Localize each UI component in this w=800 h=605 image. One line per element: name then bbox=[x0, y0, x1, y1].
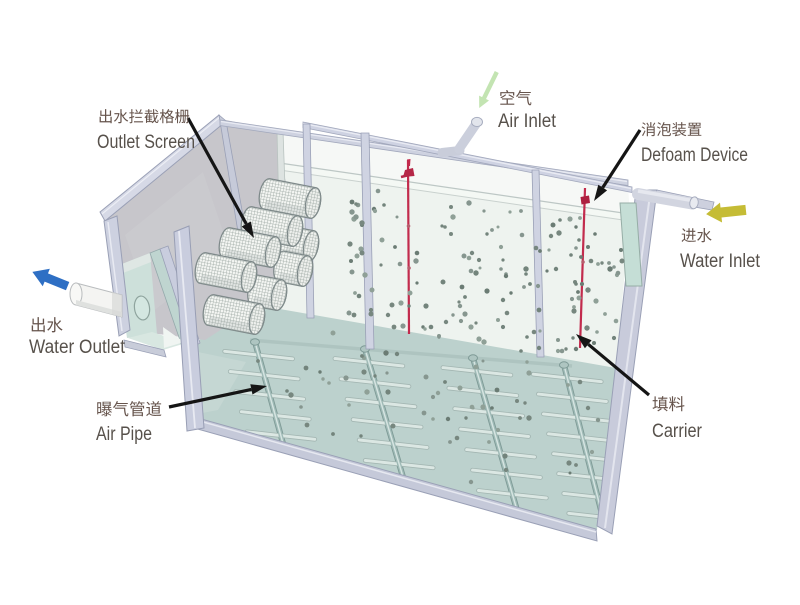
svg-text:Defoam Device: Defoam Device bbox=[641, 145, 748, 166]
svg-text:Water Inlet: Water Inlet bbox=[680, 251, 761, 272]
svg-text:Carrier: Carrier bbox=[652, 421, 703, 442]
svg-text:Outlet Screen: Outlet Screen bbox=[97, 132, 195, 153]
svg-text:Water Outlet: Water Outlet bbox=[29, 337, 126, 358]
svg-text:Air Pipe: Air Pipe bbox=[96, 424, 152, 445]
svg-text:Air Inlet: Air Inlet bbox=[498, 111, 557, 132]
